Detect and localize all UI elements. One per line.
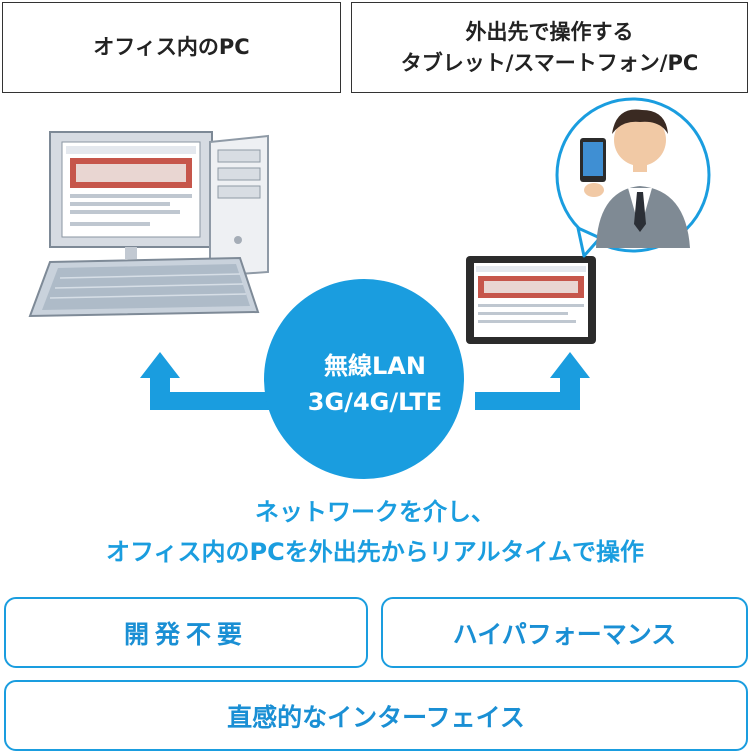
feature-no-development-label: 開発不要: [123, 619, 248, 649]
feature-no-development: 開発不要: [4, 597, 368, 668]
keyboard-icon: [28, 256, 260, 318]
remote-device-label-line1: 外出先で操作する: [465, 20, 634, 45]
network-circle: [264, 279, 464, 479]
feature-high-performance: ハイパフォーマンス: [381, 597, 748, 668]
feature-intuitive-interface: 直感的なインターフェイス: [4, 680, 748, 751]
caption-line1: ネットワークを介し、: [255, 498, 495, 526]
right-arrow-icon: [475, 352, 590, 410]
desktop-pc-icon: [28, 131, 269, 318]
network-label-line2: 3G/4G/LTE: [307, 388, 443, 416]
caption-line2: オフィス内のPCを外出先からリアルタイムで操作: [105, 538, 644, 566]
feature-high-performance-label: ハイパフォーマンス: [452, 619, 677, 649]
businessman-icon: [580, 109, 690, 248]
speech-bubble-icon: [555, 97, 711, 258]
office-pc-label-text: オフィス内のPC: [93, 35, 250, 60]
feature-intuitive-interface-label: 直感的なインターフェイス: [227, 702, 525, 732]
office-pc-label: オフィス内のPC: [2, 2, 341, 93]
tablet-icon: [466, 256, 596, 344]
left-arrow-icon: [140, 352, 275, 410]
remote-device-label: 外出先で操作する タブレット/スマートフォン/PC: [351, 2, 748, 93]
network-label-line1: 無線LAN: [324, 352, 426, 380]
remote-device-label-line2: タブレット/スマートフォン/PC: [400, 50, 699, 75]
